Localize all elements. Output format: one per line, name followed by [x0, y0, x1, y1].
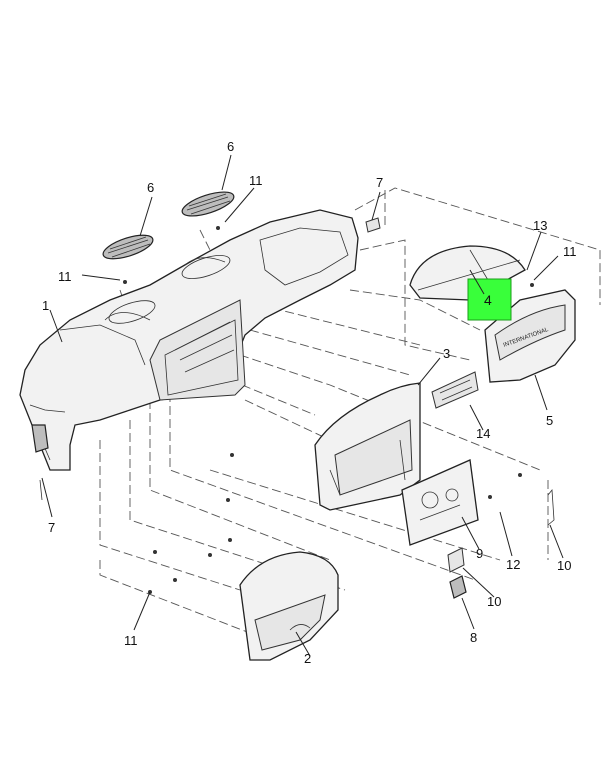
dash-panel-part [19, 209, 359, 501]
callout-6b: 6 [227, 139, 234, 154]
callout-6a: 6 [147, 180, 154, 195]
callouts: 1 2 3 4 5 6 6 7 7 8 9 10 10 11 11 11 11 … [42, 139, 577, 666]
callout-4: 4 [484, 292, 492, 308]
vent-grille-left-part [102, 234, 156, 324]
callout-9: 9 [476, 546, 483, 561]
callout-13: 13 [533, 218, 547, 233]
callout-14: 14 [476, 426, 490, 441]
callout-2: 2 [304, 651, 311, 666]
switch-part [447, 547, 467, 599]
callout-7b: 7 [48, 520, 55, 535]
leader-lines [41, 154, 564, 657]
clip-top-part [365, 217, 381, 233]
callout-11d: 11 [124, 633, 138, 648]
callout-12: 12 [506, 557, 520, 572]
lower-cover-part [239, 551, 339, 661]
callout-11a: 11 [58, 269, 72, 284]
back-plate-part [401, 459, 479, 546]
callout-10b: 10 [557, 558, 571, 573]
cluster-hood-part [409, 245, 526, 301]
callout-5: 5 [546, 413, 553, 428]
callout-1: 1 [42, 298, 49, 313]
end-bezel-part: INTERNATIONAL [484, 289, 576, 383]
switch-panel-part [431, 371, 479, 409]
callout-11b: 11 [249, 173, 263, 188]
center-bezel-part [314, 382, 421, 511]
callout-11c: 11 [563, 244, 577, 259]
callout-10a: 10 [487, 594, 501, 609]
bracket-part [547, 488, 555, 526]
callout-8: 8 [470, 630, 477, 645]
vent-grille-right-part [181, 191, 235, 279]
callout-3: 3 [443, 346, 450, 361]
callout-4-highlight [467, 278, 512, 321]
callout-7a: 7 [376, 175, 383, 190]
